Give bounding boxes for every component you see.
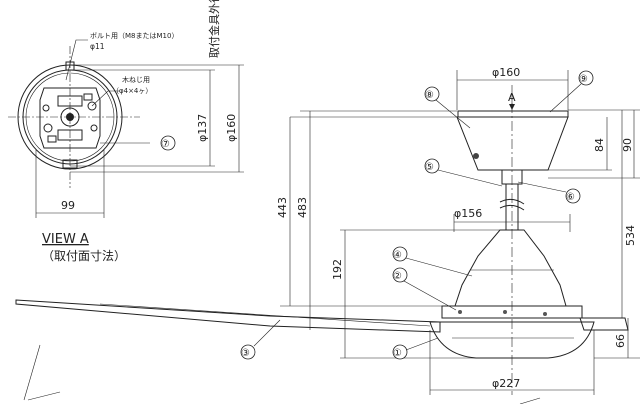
callout-6 bbox=[565, 188, 581, 204]
dim-99-label: 99 bbox=[61, 199, 75, 212]
callout-3-label: ③ bbox=[241, 348, 250, 359]
motor-housing bbox=[454, 229, 567, 307]
screw-label: 木ねじ用 bbox=[122, 75, 150, 84]
callout-4-label: ④ bbox=[393, 250, 402, 261]
callout-5-label: ⑤ bbox=[425, 162, 434, 173]
dim-160-label: φ160 bbox=[225, 114, 238, 142]
callout-7 bbox=[160, 135, 176, 151]
callout-9-label: ⑨ bbox=[579, 74, 588, 85]
callout-4 bbox=[392, 246, 408, 262]
view-a-title: VIEW A bbox=[42, 232, 89, 247]
callouts bbox=[23, 70, 594, 404]
dim-84-label: 84 bbox=[593, 138, 606, 152]
dim-137-label: φ137 bbox=[196, 114, 209, 142]
callout-2 bbox=[392, 267, 408, 283]
blade-left bbox=[15, 299, 441, 333]
canopy bbox=[456, 116, 569, 171]
dim-192-label: 192 bbox=[331, 259, 344, 280]
screw-dia: （φ4×4ヶ） bbox=[112, 87, 152, 95]
light-globe bbox=[429, 321, 595, 359]
view-marker-label: A bbox=[508, 91, 516, 104]
mounting-bracket bbox=[39, 87, 101, 149]
dim-90-label: 90 bbox=[621, 138, 634, 152]
labels: 取付金具外径 ボルト用（M8またはM10） φ11 木ねじ用 （φ4×4ヶ） φ… bbox=[42, 0, 637, 390]
callout-2-label: ② bbox=[393, 271, 402, 282]
bolt-dia: φ11 bbox=[90, 42, 105, 51]
dim-534-label: 534 bbox=[624, 225, 637, 246]
bolt-label: ボルト用（M8またはM10） bbox=[90, 32, 178, 40]
view-a-subtitle: （取付面寸法） bbox=[42, 249, 126, 263]
view-a bbox=[8, 39, 244, 218]
callout-1-label: ① bbox=[393, 348, 402, 359]
fan-side-view bbox=[15, 85, 629, 395]
dim-443-label: 443 bbox=[276, 197, 289, 218]
callout-3 bbox=[240, 344, 256, 360]
dim-top-160-label: φ160 bbox=[492, 66, 520, 79]
dim-66-label: 66 bbox=[614, 334, 627, 348]
callout-5 bbox=[424, 158, 440, 174]
callout-8 bbox=[424, 86, 440, 102]
callout-8-label: ⑧ bbox=[425, 90, 434, 101]
callout-6-label: ⑥ bbox=[566, 192, 575, 203]
vertical-note: 取付金具外径 bbox=[207, 0, 221, 58]
dim-483-label: 483 bbox=[296, 197, 309, 218]
callout-1 bbox=[392, 344, 408, 360]
dimension-lines bbox=[280, 70, 640, 395]
callout-7-label: ⑦ bbox=[161, 139, 170, 150]
callout-9 bbox=[578, 70, 594, 86]
dim-227-label: φ227 bbox=[492, 377, 520, 390]
dim-156-label: φ156 bbox=[454, 207, 482, 220]
blade-right bbox=[579, 317, 629, 331]
